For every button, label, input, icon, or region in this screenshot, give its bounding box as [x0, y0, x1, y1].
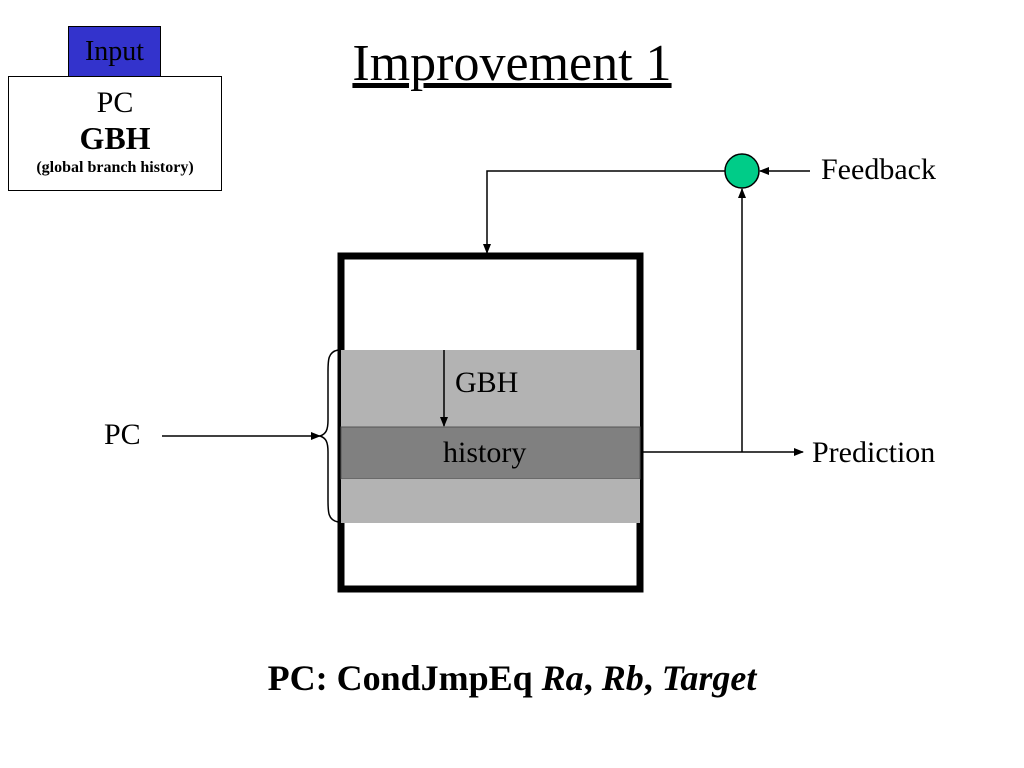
prediction-label: Prediction [812, 436, 936, 469]
input-pc-label: PC [96, 86, 134, 119]
pc-index-brace [317, 349, 339, 523]
feedback-label: Feedback [821, 153, 936, 186]
table-band-history [340, 426, 641, 480]
instruction-target: Target [661, 658, 757, 698]
instruction-rb: Rb [601, 658, 644, 698]
input-gbh-label: GBH [79, 120, 151, 156]
instruction-prefix: PC: CondJmpEq [267, 658, 542, 698]
slide-title: Improvement 1 [0, 34, 1024, 93]
instruction-sep2: , [643, 658, 662, 698]
input-tag: Input [68, 26, 161, 77]
gbh-label: GBH [455, 366, 519, 399]
instruction-ra: Ra [541, 658, 584, 698]
pc-label: PC [104, 418, 141, 451]
feedback-combine-node [724, 153, 760, 189]
input-gbh-description: (global branch history) [36, 159, 194, 176]
table-band-upper [341, 350, 640, 427]
history-label: history [443, 436, 527, 469]
feedback-return-line [483, 170, 725, 254]
table-band-lower [341, 479, 640, 523]
slide-title-text: Improvement 1 [352, 35, 672, 92]
instruction-sep1: , [583, 658, 602, 698]
input-legend-box: PC GBH (global branch history) [8, 76, 222, 191]
instruction-line: PC: CondJmpEq Ra, Rb, Target [0, 657, 1024, 699]
